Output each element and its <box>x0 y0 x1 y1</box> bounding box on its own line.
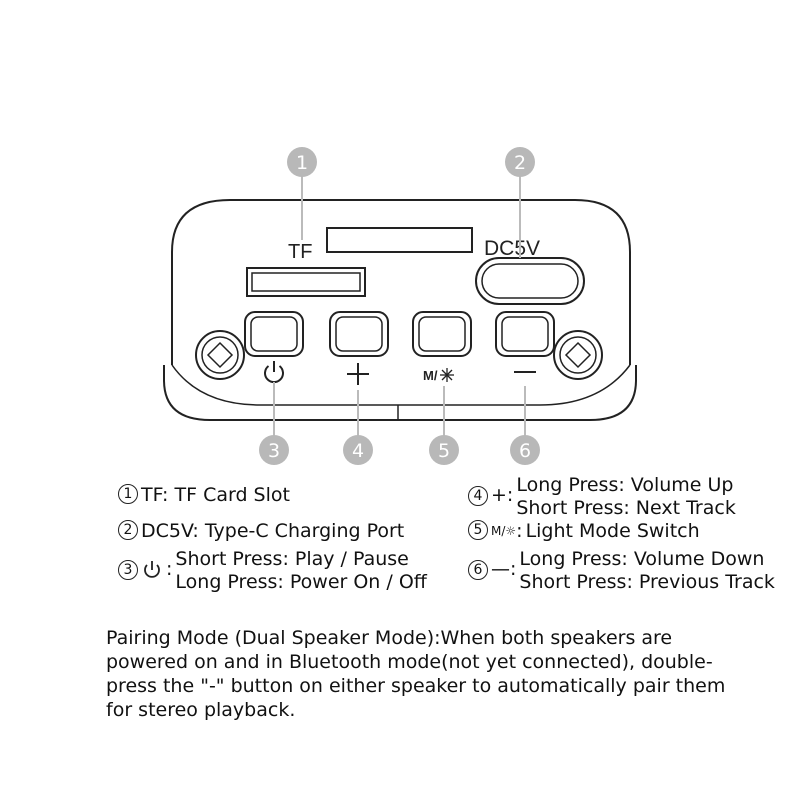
pairing-mode-paragraph: Pairing Mode (Dual Speaker Mode):When bo… <box>106 626 746 722</box>
legend-item-6: 6 — : Long Press: Volume Down Short Pres… <box>468 548 775 594</box>
callout-4-badge <box>343 435 373 465</box>
legend-item-5: 5 M/☼ : Light Mode Switch <box>468 520 700 542</box>
legend-item-4-line1: Long Press: Volume Up <box>516 474 734 496</box>
minus-button[interactable] <box>495 311 555 357</box>
control-panel-diagram: TF DC5V M/ <box>163 147 637 465</box>
pairing-line-1: Pairing Mode (Dual Speaker Mode):When bo… <box>106 627 673 649</box>
pairing-line-3: press the "-" button on either speaker t… <box>106 675 726 697</box>
right-mount-screw <box>553 330 603 380</box>
callout-4-number: 4 <box>352 440 364 462</box>
legend-item-3-line2: Long Press: Power On / Off <box>175 571 427 593</box>
legend-item-1-text: TF: TF Card Slot <box>141 484 290 506</box>
legend-item-2-number: 2 <box>118 520 138 540</box>
legend-item-5-number: 5 <box>468 520 488 540</box>
callout-1-number: 1 <box>296 152 308 174</box>
callout-6-badge <box>510 435 540 465</box>
pairing-line-2: powered on and in Bluetooth mode(not yet… <box>106 651 713 673</box>
plus-icon <box>347 363 369 385</box>
legend-item-4-line2: Short Press: Next Track <box>516 497 736 519</box>
callout-5-number: 5 <box>438 440 450 462</box>
legend-item-3: 3 : Short Press: Play / Pause Long Press… <box>118 548 427 594</box>
tf-card-slot-inner <box>251 272 361 292</box>
legend-item-6-line1: Long Press: Volume Down <box>519 548 765 570</box>
dc5v-port <box>475 257 585 305</box>
legend-item-2-text: DC5V: Type-C Charging Port <box>141 520 405 542</box>
svg-text:M/: M/ <box>423 368 438 383</box>
legend-item-5-text: Light Mode Switch <box>525 520 700 542</box>
legend-item-4-number: 4 <box>468 486 488 506</box>
display-window <box>326 227 473 253</box>
power-button[interactable] <box>244 311 304 357</box>
legend-item-1: 1 TF: TF Card Slot <box>118 484 290 506</box>
panel-bottom-outline <box>163 365 637 421</box>
legend-item-4-symbol: + <box>491 484 507 506</box>
legend-item-6-symbol: — <box>491 558 510 580</box>
legend-item-6-number: 6 <box>468 560 488 580</box>
callout-3-number: 3 <box>268 440 280 462</box>
legend-item-3-number: 3 <box>118 560 138 580</box>
callout-2-badge <box>505 147 535 177</box>
legend-item-4: 4 + : Long Press: Volume Up Short Press:… <box>468 474 736 520</box>
callout-3-badge <box>259 435 289 465</box>
pairing-line-4: for stereo playback. <box>106 699 296 721</box>
power-icon <box>141 559 163 585</box>
callout-6-number: 6 <box>519 440 531 462</box>
legend-item-2: 2 DC5V: Type-C Charging Port <box>118 520 404 542</box>
panel-outline <box>171 199 631 365</box>
legend-item-3-line1: Short Press: Play / Pause <box>175 548 409 570</box>
legend-item-5-symbol: M/☼ <box>491 524 517 538</box>
legend-item-6-line2: Short Press: Previous Track <box>519 571 775 593</box>
left-mount-screw <box>195 330 245 380</box>
tf-card-slot <box>246 267 366 297</box>
mode-light-icon: M/ <box>423 368 454 383</box>
callout-5-badge <box>429 435 459 465</box>
dc5v-port-inner <box>481 263 579 299</box>
panel-inner-line <box>171 364 631 406</box>
mode-button[interactable] <box>412 311 472 357</box>
tf-label: TF <box>288 241 312 263</box>
legend-item-1-number: 1 <box>118 484 138 504</box>
plus-button[interactable] <box>329 311 389 357</box>
callout-2-number: 2 <box>514 152 526 174</box>
dc5v-label: DC5V <box>484 237 540 260</box>
power-icon <box>264 361 284 384</box>
callout-1-badge <box>287 147 317 177</box>
